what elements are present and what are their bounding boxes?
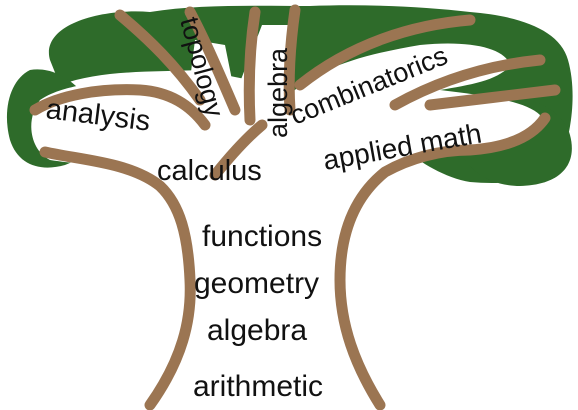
label-geometry: geometry xyxy=(194,267,319,300)
branch-algebra-left xyxy=(249,12,255,120)
label-arithmetic: arithmetic xyxy=(193,370,323,403)
label-functions: functions xyxy=(202,220,322,253)
label-algebra-branch: algebra xyxy=(263,47,293,138)
trunk-left-edge xyxy=(45,152,190,405)
label-algebra-trunk: algebra xyxy=(207,314,307,347)
label-calculus: calculus xyxy=(157,155,262,187)
